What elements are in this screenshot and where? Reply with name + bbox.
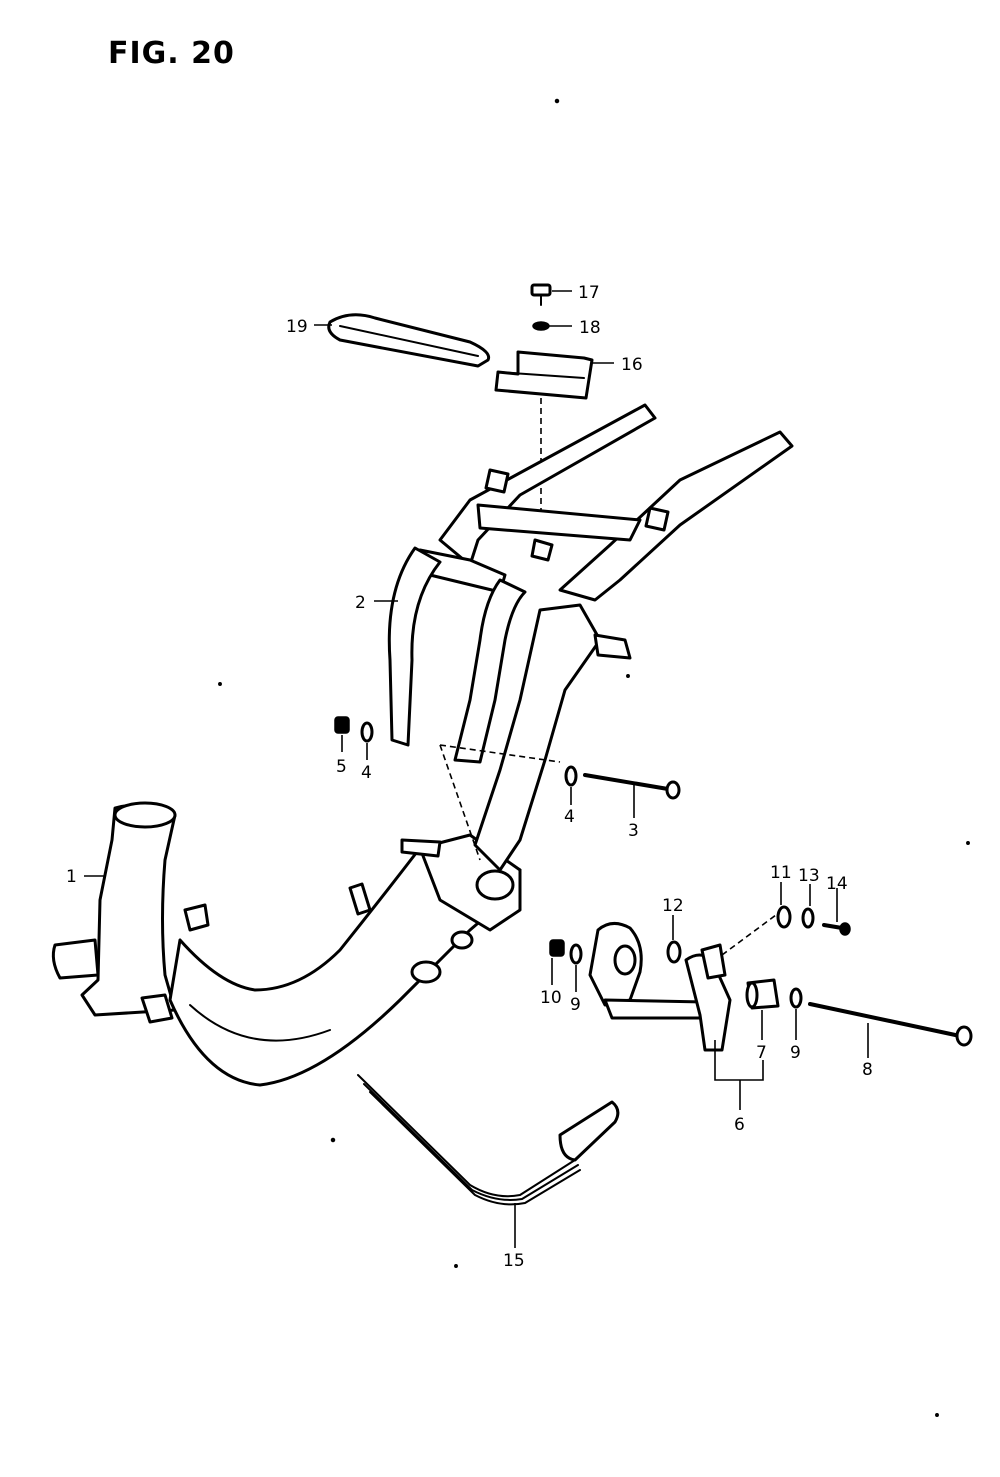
callout-12: 12	[662, 896, 684, 916]
part-6-stand-bracket	[588, 922, 732, 1052]
part-2-rear-frame	[387, 403, 794, 764]
callout-9-left: 9	[570, 995, 581, 1015]
part-9-washer-right	[789, 987, 803, 1009]
part-12-washer	[666, 940, 682, 964]
part-9-washer-left	[569, 943, 583, 965]
part-14-bolt	[822, 922, 851, 936]
callout-4-left: 4	[361, 763, 372, 783]
part-17-washer	[532, 321, 550, 331]
callout-1: 1	[66, 867, 77, 887]
callout-11: 11	[770, 863, 792, 883]
callout-15: 16	[621, 355, 643, 375]
part-4-washer-right	[564, 765, 578, 787]
part-16-bolt	[530, 283, 552, 306]
figure-title: FIG. 20	[108, 36, 235, 71]
part-5-nut	[334, 716, 350, 734]
leader-lines	[84, 290, 869, 1248]
callout-4-right: 4	[564, 807, 575, 827]
assembly-line-3	[439, 744, 561, 763]
assembly-line-11	[721, 911, 781, 956]
part-7-bushing	[745, 978, 780, 1010]
callout-5: 5	[336, 757, 347, 777]
part-4-washer-left	[360, 721, 374, 743]
callout-2: 2	[355, 593, 366, 613]
callout-14: 14	[826, 874, 848, 894]
callout-3: 3	[628, 821, 639, 841]
callout-18: 19	[286, 317, 308, 337]
callout-17: 18	[579, 318, 601, 338]
part-18-seat-pad	[327, 313, 491, 368]
callout-13: 13	[798, 866, 820, 886]
callout-7: 7	[756, 1043, 767, 1063]
callout-16: 17	[578, 283, 600, 303]
callout-6: 6	[734, 1115, 745, 1135]
callout-10: 10	[540, 988, 562, 1008]
callout-8: 8	[862, 1060, 873, 1080]
part-3-bolt	[583, 773, 681, 800]
part-13-washer	[801, 907, 815, 929]
callout-19: 15	[503, 1251, 525, 1271]
part-11-washer	[776, 905, 792, 929]
callout-labels: 17 18 16 19 2 1 5 4 4 3 11 13 14 12 10 9…	[66, 283, 873, 1271]
part-1-main-frame	[51, 603, 632, 1087]
part-8-long-bolt	[808, 1002, 973, 1047]
part-10-nut	[549, 939, 565, 957]
part-19-stand-bar	[357, 1074, 620, 1206]
scan-specks	[218, 98, 970, 1417]
callout-9-right: 9	[790, 1043, 801, 1063]
part-15-bracket	[494, 350, 594, 400]
assembly-line-2	[439, 744, 481, 861]
